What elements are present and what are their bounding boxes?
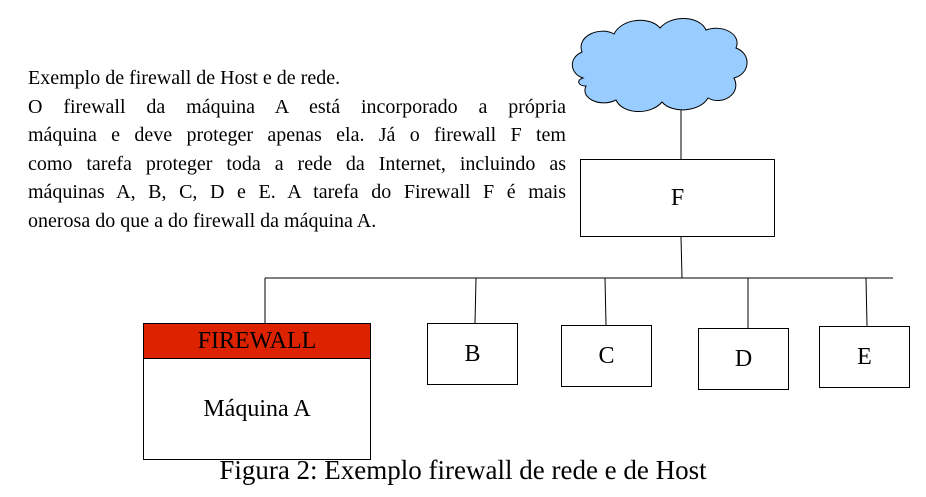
link-backbone-c [604, 277, 607, 326]
machine-d-label: D [734, 345, 753, 372]
machine-e-label: E [857, 343, 872, 370]
cloud-icon [571, 18, 748, 112]
description-line: onerosa do que a do firewall da máquina … [28, 209, 377, 232]
description-line: máquina e deve proteger apenas ela. Já o… [28, 124, 566, 146]
description-line: O firewall da máquina A está incorporado… [28, 95, 566, 118]
machine-a-label: Máquina A [203, 396, 311, 422]
description-text: Exemplo de firewall de Host e de rede. O… [28, 64, 566, 235]
link-backbone-e [865, 277, 868, 327]
machine-b-label: B [464, 340, 481, 367]
machine-a-firewall-label: FIREWALL [197, 327, 317, 354]
description-line: como tarefa proteger toda a rede da Inte… [28, 152, 566, 175]
machine-d-node: D [698, 328, 789, 390]
link-backbone-b [474, 277, 477, 324]
link-f-backbone [680, 236, 683, 279]
machine-c-node: C [561, 325, 652, 387]
machine-a-body: Máquina A [144, 359, 370, 460]
firewall-f-node: F [580, 159, 775, 237]
machine-e-node: E [819, 326, 910, 388]
machine-b-node: B [427, 323, 518, 385]
machine-a-node: FIREWALL Máquina A [143, 323, 371, 460]
machine-c-label: C [598, 342, 615, 369]
firewall-f-label: F [670, 184, 685, 211]
figure-caption: Figura 2: Exemplo firewall de rede e de … [219, 455, 707, 485]
machine-a-firewall-header: FIREWALL [144, 324, 370, 359]
description-line: máquinas A, B, C, D e E. A tarefa do Fir… [28, 181, 566, 203]
description-heading: Exemplo de firewall de Host e de rede. [28, 67, 341, 89]
